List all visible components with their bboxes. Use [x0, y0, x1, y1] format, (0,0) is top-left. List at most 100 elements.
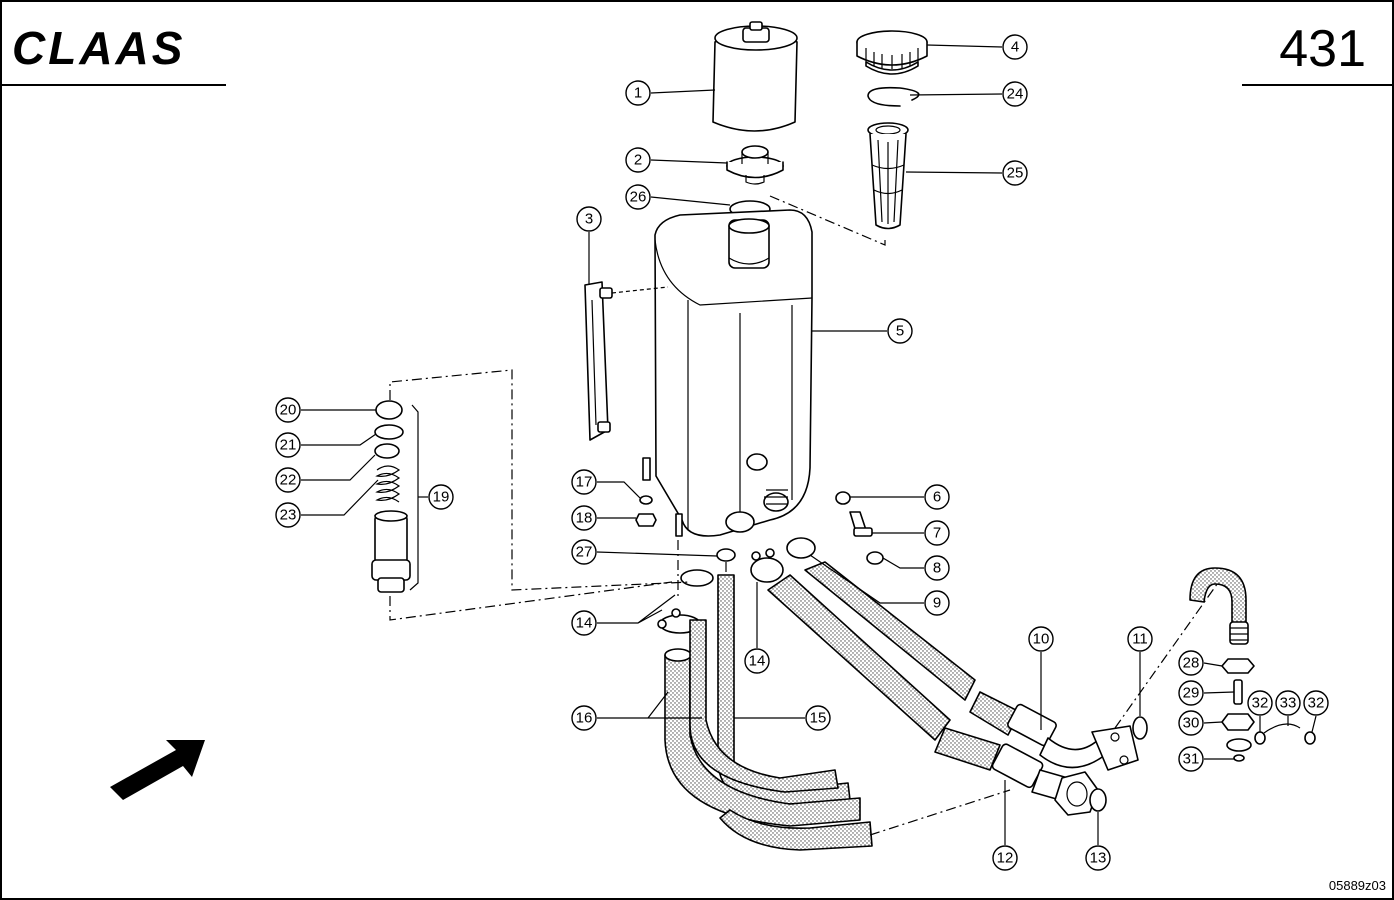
svg-text:30: 30 — [1183, 715, 1200, 732]
part-seal-32b — [1304, 731, 1316, 745]
callout-31: 31 — [1178, 746, 1204, 772]
part-pin-29 — [1233, 679, 1243, 705]
direction-arrow-icon — [110, 740, 205, 800]
part-clip-ring — [867, 86, 920, 107]
svg-text:17: 17 — [576, 474, 593, 491]
part-hose-12 — [767, 574, 1099, 816]
part-oring-22 — [374, 443, 400, 459]
svg-text:23: 23 — [280, 507, 297, 524]
svg-text:6: 6 — [933, 489, 941, 506]
svg-text:32: 32 — [1308, 695, 1325, 712]
svg-text:20: 20 — [280, 402, 297, 419]
callout-24: 24 — [1002, 81, 1028, 107]
part-hose-10 — [804, 561, 1139, 771]
svg-text:9: 9 — [933, 595, 941, 612]
callout-22: 22 — [275, 467, 301, 493]
part-nut-28 — [1221, 658, 1255, 674]
part-oring-31 — [1233, 754, 1245, 762]
part-hose-16 — [664, 619, 873, 851]
callout-11: 11 — [1127, 626, 1153, 652]
callout-25: 25 — [1002, 160, 1028, 186]
part-hose-clamp-9 — [786, 537, 816, 559]
callout-32-left: 32 — [1247, 690, 1273, 716]
svg-text:4: 4 — [1011, 39, 1019, 56]
callout-19: 19 — [428, 484, 454, 510]
callout-13: 13 — [1085, 845, 1111, 871]
svg-text:11: 11 — [1132, 631, 1148, 648]
leader-lines — [301, 44, 1317, 845]
part-stud — [675, 513, 683, 537]
callout-23: 23 — [275, 502, 301, 528]
assembly-line-13 — [869, 789, 1011, 836]
part-oring-11 — [1132, 716, 1148, 740]
callout-10: 10 — [1028, 626, 1054, 652]
part-valve-body — [371, 510, 411, 593]
callout-32-right: 32 — [1303, 690, 1329, 716]
assembly-line-valve-lower — [389, 581, 673, 621]
svg-text:33: 33 — [1280, 695, 1297, 712]
part-oring-13 — [1089, 788, 1107, 812]
assembly-line-strainer — [769, 195, 886, 246]
callout-12: 12 — [992, 845, 1018, 871]
svg-text:21: 21 — [280, 437, 297, 454]
part-washer-17 — [639, 495, 653, 505]
callout-8: 8 — [924, 555, 950, 581]
svg-text:26: 26 — [630, 189, 647, 206]
svg-text:27: 27 — [576, 544, 593, 561]
svg-text:10: 10 — [1033, 631, 1050, 648]
callout-16: 16 — [571, 705, 597, 731]
part-bracket — [584, 281, 669, 441]
callout-6: 6 — [924, 484, 950, 510]
callout-30: 30 — [1178, 710, 1204, 736]
part-adapter — [726, 145, 784, 185]
svg-text:12: 12 — [997, 850, 1014, 867]
part-oring-6 — [835, 491, 851, 505]
svg-text:2: 2 — [634, 152, 642, 169]
part-return-pipe — [1189, 567, 1249, 645]
callout-5: 5 — [887, 318, 913, 344]
part-spring-23 — [375, 465, 401, 503]
part-filler-cap — [856, 30, 928, 75]
part-ring-21 — [374, 424, 404, 440]
svg-text:16: 16 — [576, 710, 593, 727]
svg-text:18: 18 — [576, 510, 593, 527]
part-filter-cover — [712, 21, 798, 132]
part-nut-30 — [1221, 713, 1255, 731]
svg-text:8: 8 — [933, 560, 941, 577]
callout-29: 29 — [1178, 680, 1204, 706]
part-strainer — [867, 122, 909, 230]
callout-2: 2 — [625, 147, 651, 173]
svg-text:29: 29 — [1183, 685, 1200, 702]
part-wire-33 — [1263, 723, 1301, 734]
callout-4: 4 — [1002, 34, 1028, 60]
svg-text:14: 14 — [749, 653, 766, 670]
part-oil-tank — [654, 209, 813, 537]
svg-text:1: 1 — [634, 85, 642, 102]
svg-text:3: 3 — [585, 211, 593, 228]
part-seal-32a — [1254, 731, 1266, 745]
callout-9: 9 — [924, 590, 950, 616]
callout-20: 20 — [275, 397, 301, 423]
callout-15: 15 — [805, 705, 831, 731]
svg-text:7: 7 — [933, 525, 941, 542]
callout-7: 7 — [924, 520, 950, 546]
callout-21: 21 — [275, 432, 301, 458]
callout-1: 1 — [625, 80, 651, 106]
part-bolt-17 — [642, 457, 651, 481]
callout-14-left: 14 — [571, 610, 597, 636]
callout-17: 17 — [571, 469, 597, 495]
group-bracket-19 — [409, 404, 419, 591]
svg-text:32: 32 — [1252, 695, 1269, 712]
drawing-reference: 05889z03 — [1329, 878, 1386, 893]
callout-27: 27 — [571, 539, 597, 565]
svg-text:5: 5 — [896, 323, 904, 340]
callout-14-center: 14 — [744, 648, 770, 674]
callout-33: 33 — [1275, 690, 1301, 716]
svg-text:19: 19 — [433, 489, 450, 506]
part-oring-20 — [375, 400, 403, 420]
page-number: 431 — [1279, 20, 1366, 78]
callout-3: 3 — [576, 206, 602, 232]
part-hose-clamp-14a — [750, 548, 784, 583]
